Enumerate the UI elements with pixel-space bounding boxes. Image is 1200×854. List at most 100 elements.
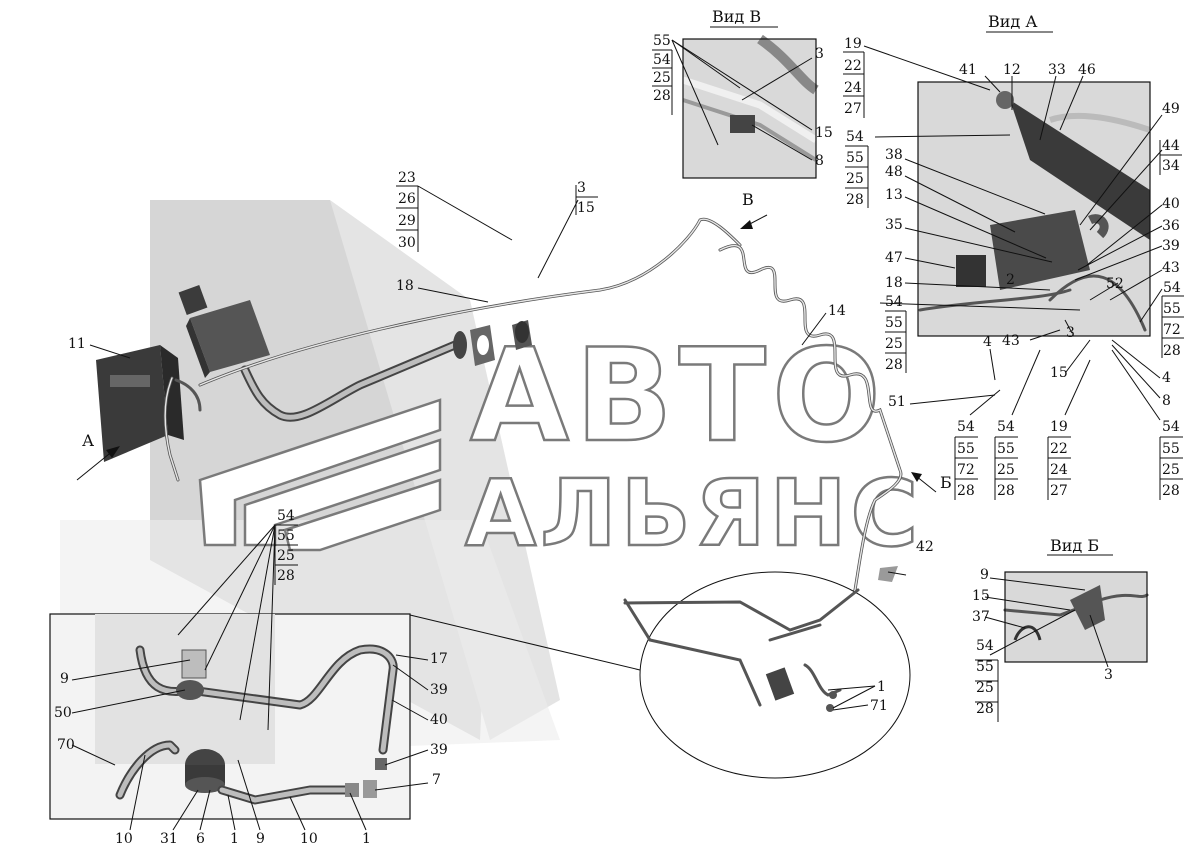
callout-26: 26 [398, 191, 416, 207]
callout-34: 34 [1162, 158, 1180, 174]
callout-15: 15 [972, 588, 990, 604]
callout-1: 1 [230, 831, 239, 847]
callout-23: 23 [398, 170, 416, 186]
callout-55: 55 [653, 33, 671, 49]
callout-2: 2 [1006, 272, 1015, 288]
callout-8: 8 [1162, 393, 1171, 409]
watermark: АВТО АЛЬЯНС [198, 321, 922, 568]
direction-arrow-icon [740, 220, 753, 229]
callout-55: 55 [1162, 441, 1180, 457]
callout-4: 4 [983, 334, 992, 350]
callout-22: 22 [1050, 441, 1068, 457]
leader-lines [71, 39, 1163, 831]
callout-25: 25 [997, 462, 1015, 478]
callout-55: 55 [957, 441, 975, 457]
callout-39: 39 [430, 742, 448, 758]
callout-10: 10 [115, 831, 133, 847]
callout-55: 55 [976, 659, 994, 675]
view-v-title: Вид В [712, 7, 761, 26]
heater-bracket [96, 345, 168, 462]
direction-arrow-b: Б [911, 472, 952, 493]
watermark-line1: АВТО [470, 322, 887, 471]
inset-lower-left [49, 613, 411, 820]
direction-arrow-icon [911, 472, 922, 482]
fuel-pump [185, 749, 225, 793]
callout-27: 27 [844, 101, 862, 117]
callout-46: 46 [1078, 62, 1096, 78]
callout-15: 15 [577, 200, 595, 216]
callout-28: 28 [1162, 483, 1180, 499]
callout-19: 19 [844, 36, 862, 52]
callout-28: 28 [1163, 343, 1181, 359]
callout-1: 1 [877, 679, 886, 695]
callout-54: 54 [1162, 419, 1180, 435]
callout-22: 22 [844, 58, 862, 74]
callout-54: 54 [997, 419, 1015, 435]
direction-arrow-a: А [76, 431, 120, 481]
direction-letter-b: Б [940, 473, 952, 492]
callout-52: 52 [1106, 276, 1124, 292]
watermark-line2: АЛЬЯНС [465, 460, 922, 567]
callout-29: 29 [398, 213, 416, 229]
callout-15: 15 [815, 125, 833, 141]
callout-40: 40 [1162, 196, 1180, 212]
callout-28: 28 [846, 192, 864, 208]
callout-17: 17 [430, 651, 448, 667]
inset-view-b [1003, 571, 1149, 663]
callout-4: 4 [1162, 370, 1171, 386]
callout-54: 54 [653, 52, 671, 68]
callout-28: 28 [277, 568, 295, 584]
callout-3: 3 [815, 46, 824, 62]
callout-31: 31 [160, 831, 178, 847]
callout-55: 55 [1163, 301, 1181, 317]
callout-40: 40 [430, 712, 448, 728]
inset-view-v [681, 34, 819, 179]
callout-39: 39 [430, 682, 448, 698]
callout-10: 10 [300, 831, 318, 847]
callout-3: 3 [577, 180, 586, 196]
callout-25: 25 [885, 336, 903, 352]
callout-44: 44 [1162, 138, 1180, 154]
callout-3: 3 [1066, 325, 1075, 341]
callout-42: 42 [916, 539, 934, 555]
callout-13: 13 [885, 187, 903, 203]
callout-55: 55 [997, 441, 1015, 457]
callout-55: 55 [277, 528, 295, 544]
callout-25: 25 [1162, 462, 1180, 478]
callout-9: 9 [256, 831, 265, 847]
callout-14: 14 [828, 303, 846, 319]
callout-54: 54 [277, 508, 295, 524]
direction-letter-v: В [742, 190, 754, 209]
callout-labels: 55 54 25 28 3 15 8 23 26 29 30 3 15 18 1… [54, 33, 1181, 847]
callout-18: 18 [885, 275, 903, 291]
callout-15: 15 [1050, 365, 1068, 381]
callout-41: 41 [959, 62, 977, 78]
direction-arrow-v: В [740, 190, 768, 229]
callout-12: 12 [1003, 62, 1021, 78]
callout-24: 24 [844, 80, 862, 96]
callout-55: 55 [885, 315, 903, 331]
callout-11: 11 [68, 336, 86, 352]
callout-72: 72 [1163, 322, 1181, 338]
callout-51: 51 [888, 394, 906, 410]
callout-8: 8 [815, 153, 824, 169]
callout-39: 39 [1162, 238, 1180, 254]
callout-28: 28 [976, 701, 994, 717]
callout-54: 54 [846, 129, 864, 145]
callout-28: 28 [653, 88, 671, 104]
view-b-title: Вид Б [1050, 536, 1099, 555]
callout-43: 43 [1002, 333, 1020, 349]
clamp [878, 566, 898, 582]
callout-18: 18 [396, 278, 414, 294]
detail-ellipse [623, 571, 911, 779]
callout-54: 54 [1163, 280, 1181, 296]
direction-letter-a: А [82, 431, 94, 450]
callout-19: 19 [1050, 419, 1068, 435]
callout-6: 6 [196, 831, 205, 847]
callout-7: 7 [432, 772, 441, 788]
callout-24: 24 [1050, 462, 1068, 478]
callout-72: 72 [957, 462, 975, 478]
callout-1: 1 [362, 831, 371, 847]
callout-25: 25 [976, 680, 994, 696]
callout-55: 55 [846, 150, 864, 166]
